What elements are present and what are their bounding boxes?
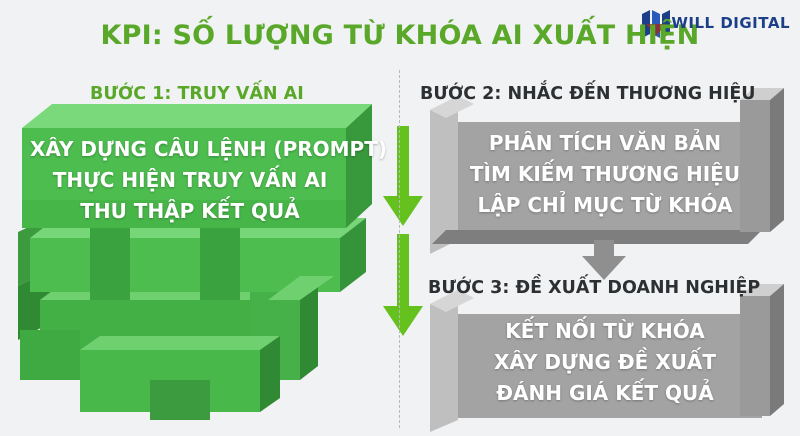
step3-item: KẾT NỐI TỪ KHÓA bbox=[505, 319, 705, 343]
step2-item: PHÂN TÍCH VĂN BẢN bbox=[488, 131, 722, 155]
green-block-cluster bbox=[18, 104, 372, 420]
column-divider bbox=[399, 70, 400, 428]
step2-items: PHÂN TÍCH VĂN BẢN TÌM KIẾM THƯƠNG HIỆU L… bbox=[448, 128, 762, 221]
step1-item: XÂY DỰNG CÂU LỆNH (PROMPT) bbox=[30, 137, 387, 161]
step3-item: ĐÁNH GIÁ KẾT QUẢ bbox=[496, 381, 714, 405]
gray-arrow-down bbox=[582, 240, 626, 280]
step1-items: XÂY DỰNG CÂU LỆNH (PROMPT) THỰC HIỆN TRU… bbox=[30, 134, 387, 227]
logo-text: WILL DIGITAL bbox=[671, 14, 790, 32]
green-arrow-down-bottom bbox=[383, 234, 423, 336]
gray-block-step3 bbox=[430, 284, 784, 432]
gray-block-step2 bbox=[430, 88, 784, 254]
step2-item: LẬP CHỈ MỤC TỪ KHÓA bbox=[477, 193, 733, 217]
green-arrow-down-top bbox=[383, 126, 423, 226]
step2-label: BƯỚC 2: NHẮC ĐẾN THƯƠNG HIỆU bbox=[420, 84, 756, 104]
step3-items: KẾT NỐI TỪ KHÓA XÂY DỰNG ĐỀ XUẤT ĐÁNH GI… bbox=[448, 316, 762, 409]
step1-item: THU THẬP KẾT QUẢ bbox=[80, 199, 300, 223]
step3-label: BƯỚC 3: ĐỀ XUẤT DOANH NGHIỆP bbox=[428, 278, 761, 298]
brand-logo: WILL DIGITAL bbox=[635, 10, 790, 36]
step1-label: BƯỚC 1: TRUY VẤN AI bbox=[90, 84, 304, 104]
step3-item: XÂY DỰNG ĐỀ XUẤT bbox=[493, 350, 717, 374]
step2-item: TÌM KIẾM THƯƠNG HIỆU bbox=[469, 162, 741, 186]
page-title: KPI: SỐ LƯỢNG TỪ KHÓA AI XUẤT HIỆN bbox=[100, 20, 700, 51]
step1-item: THỰC HIỆN TRUY VẤN AI bbox=[52, 168, 328, 192]
will-digital-logo-icon bbox=[642, 10, 670, 38]
